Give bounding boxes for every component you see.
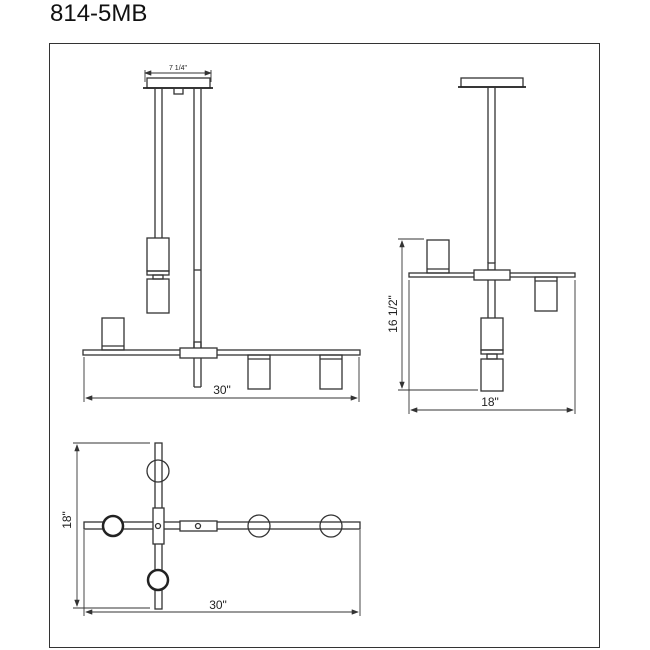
shade-outline-right-1	[247, 514, 271, 538]
shade-center-lower	[480, 358, 504, 392]
shade-up-left	[101, 317, 125, 351]
canopy-side	[460, 77, 524, 88]
model-number-title: 814-5MB	[50, 0, 148, 27]
shade-circle-bottom	[146, 568, 170, 592]
arm-bar	[82, 349, 361, 356]
shade-outline-right-2	[319, 514, 343, 538]
drawing-frame	[49, 43, 600, 648]
side-view: 16 1/2" 18"	[386, 77, 576, 414]
shade-circle-left	[101, 514, 125, 538]
front-width-label: 30"	[213, 383, 231, 397]
shade-down-2	[319, 354, 343, 390]
top-depth-label: 18"	[60, 511, 74, 529]
shade-center-upper	[480, 317, 504, 351]
side-width-label: 18"	[481, 395, 499, 409]
shade-down-1	[247, 354, 271, 390]
shade-hanging-lower	[146, 278, 170, 314]
shade-hanging-upper	[146, 237, 170, 272]
front-view: 7 1/4" 30"	[82, 65, 361, 402]
canopy	[146, 77, 211, 89]
top-width-label: 30"	[209, 598, 227, 612]
shade-outline-top	[146, 459, 170, 483]
shade-up-side	[426, 239, 450, 274]
shade-down-side	[534, 276, 558, 312]
top-view: 18" 30"	[60, 442, 361, 616]
side-height-label: 16 1/2"	[386, 295, 400, 333]
canopy-width-label: 7 1/4"	[169, 65, 188, 72]
arm-horizontal-top	[83, 521, 361, 530]
